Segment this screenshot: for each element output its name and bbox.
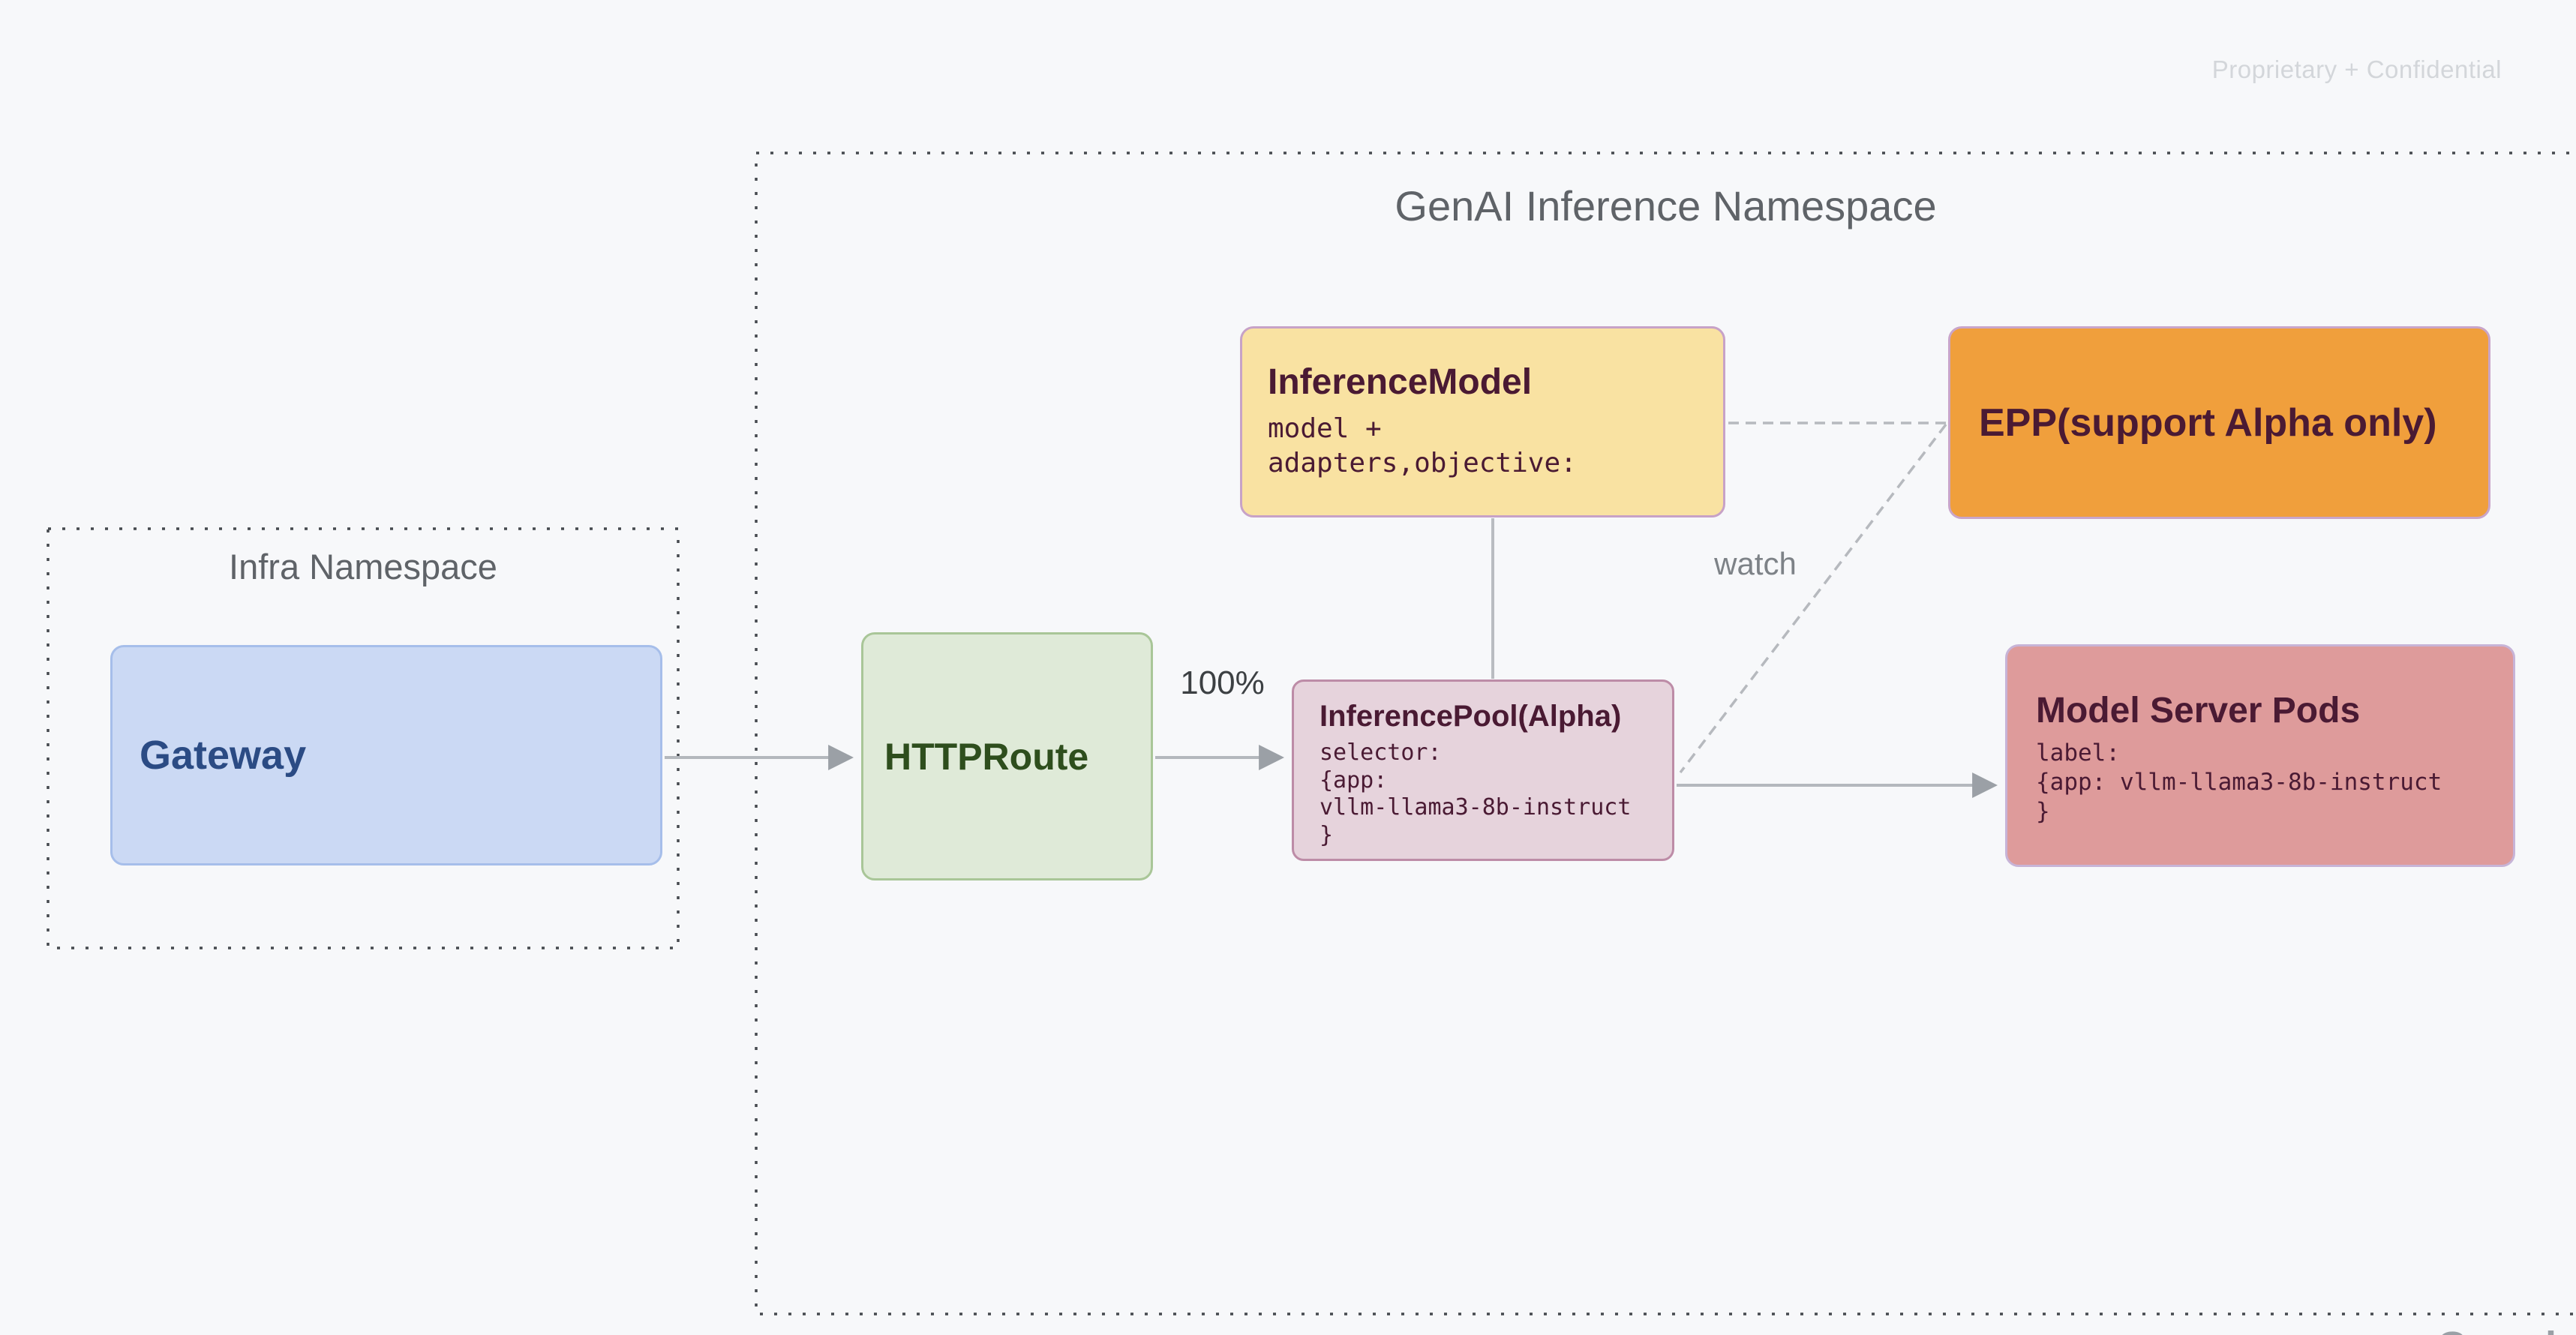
google-logo-partial: Google	[2436, 1323, 2576, 1335]
inference-pool-title: InferencePool(Alpha)	[1320, 700, 1622, 733]
gateway-title: Gateway	[140, 733, 307, 778]
edge-inference-pool-to-epp-dashed	[1679, 423, 1947, 774]
httproute-node: HTTPRoute	[861, 632, 1153, 880]
genai-namespace-title: GenAI Inference Namespace	[1395, 182, 1937, 230]
inference-model-title: InferenceModel	[1268, 362, 1533, 402]
infra-namespace-title: Infra Namespace	[229, 547, 497, 586]
inference-model-body-line: model +	[1268, 413, 1382, 444]
model-server-pods-body-line: {app: vllm-llama3-8b-instruct	[2036, 768, 2442, 796]
inference-pool-body-line: vllm-llama3-8b-instruct	[1320, 794, 1632, 821]
inference-model-body-line: adapters,objective:	[1268, 448, 1577, 479]
model-server-pods-body-line: label:	[2036, 740, 2120, 766]
confidentiality-watermark: Proprietary + Confidential	[2211, 56, 2502, 83]
epp-node: EPP(support Alpha only)	[1948, 326, 2490, 519]
inference-pool-body-line: selector:	[1320, 740, 1442, 766]
inference-pool-body-line: {app:	[1320, 766, 1388, 794]
inference-pool-body-line: }	[1320, 821, 1334, 848]
infra-namespace-border	[47, 527, 680, 950]
model-server-pods-node: Model Server Pods label: {app: vllm-llam…	[2005, 644, 2515, 867]
watch-label: watch	[1714, 546, 1797, 581]
gateway-node: Gateway	[110, 645, 662, 866]
genai-namespace-border	[755, 152, 2576, 1316]
httproute-title: HTTPRoute	[884, 735, 1089, 778]
route-weight-label: 100%	[1180, 664, 1265, 701]
inference-pool-node: InferencePool(Alpha) selector: {app: vll…	[1292, 680, 1674, 861]
epp-title: EPP(support Alpha only)	[1979, 400, 2437, 445]
model-server-pods-body-line: }	[2036, 797, 2050, 825]
inference-model-node: InferenceModel model + adapters,objectiv…	[1240, 326, 1725, 518]
model-server-pods-title: Model Server Pods	[2036, 691, 2361, 730]
